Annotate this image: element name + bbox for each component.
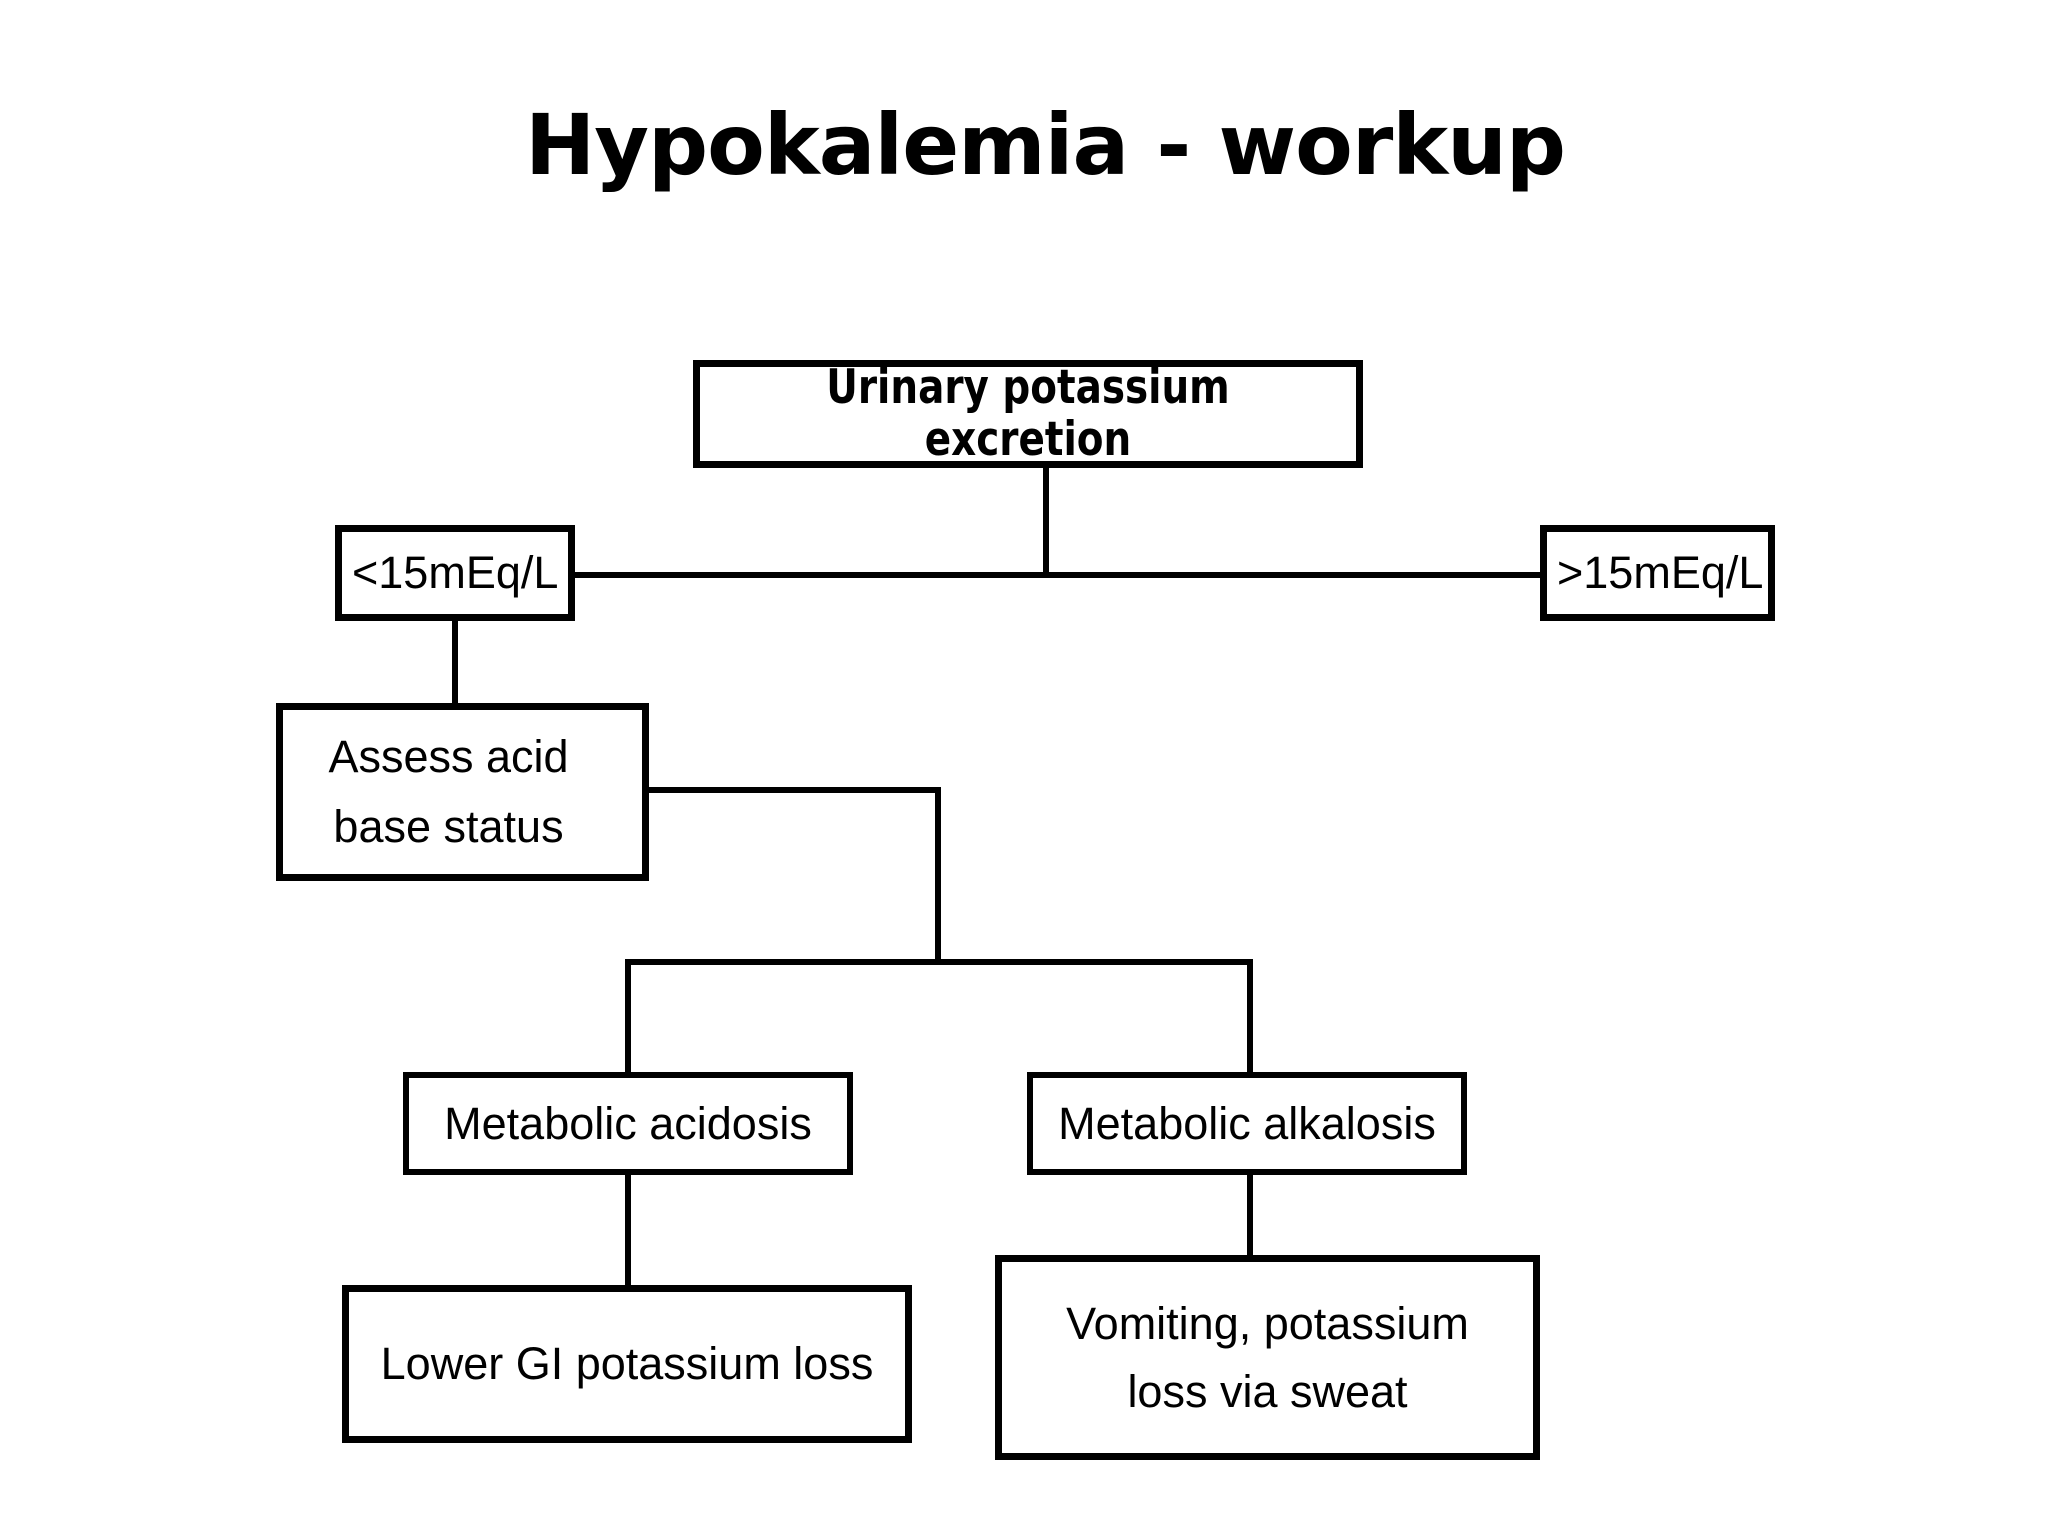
node-label-line-2: base status <box>333 801 564 852</box>
page-title: Hypokalemia - workup <box>524 96 1566 194</box>
node-lt-15-meq-l[interactable]: <15mEq/L <box>335 525 575 621</box>
connector-fork-to-alkalosis <box>1247 959 1253 1075</box>
node-label: <15mEq/L <box>352 547 559 598</box>
node-metabolic-acidosis[interactable]: Metabolic acidosis <box>403 1072 853 1175</box>
node-label-line-2: loss via sweat <box>1127 1365 1408 1417</box>
node-urinary-potassium-excretion[interactable]: Urinary potassium excretion <box>693 360 1363 468</box>
node-metabolic-alkalosis[interactable]: Metabolic alkalosis <box>1027 1072 1467 1175</box>
node-label-line-1: Vomiting, potassium <box>1066 1297 1469 1349</box>
node-gt-15-meq-l[interactable]: >15mEq/L <box>1540 525 1775 621</box>
node-label: Lower GI potassium loss <box>380 1338 874 1389</box>
connector-lt15-to-assess <box>452 618 458 708</box>
connector-assess-down <box>935 787 941 965</box>
connector-alkalosis-to-vomiting <box>1247 1172 1253 1258</box>
node-lower-gi-potassium-loss[interactable]: Lower GI potassium loss <box>342 1285 912 1443</box>
node-label-wrap: Vomiting, potassium loss via sweat <box>1002 1290 1533 1426</box>
node-label: >15mEq/L <box>1557 547 1764 598</box>
connector-fork-to-acidosis <box>625 959 631 1075</box>
connector-acidbase-fork-bar <box>625 959 1253 965</box>
node-assess-acid-base-status[interactable]: Assess acid base status <box>276 703 649 881</box>
node-label-line-1: Assess acid <box>328 731 569 782</box>
connector-acidosis-to-lowergi <box>625 1172 631 1288</box>
connector-root-split-bar <box>570 572 1546 578</box>
node-label: Urinary potassium excretion <box>826 360 1230 467</box>
connector-assess-right <box>645 787 941 793</box>
node-vomiting-potassium-loss[interactable]: Vomiting, potassium loss via sweat <box>995 1255 1540 1460</box>
node-label: Metabolic alkalosis <box>1058 1097 1436 1149</box>
connector-root-down <box>1043 466 1049 578</box>
node-label-wrap: Assess acid base status <box>283 722 642 862</box>
node-label: Metabolic acidosis <box>444 1097 812 1149</box>
